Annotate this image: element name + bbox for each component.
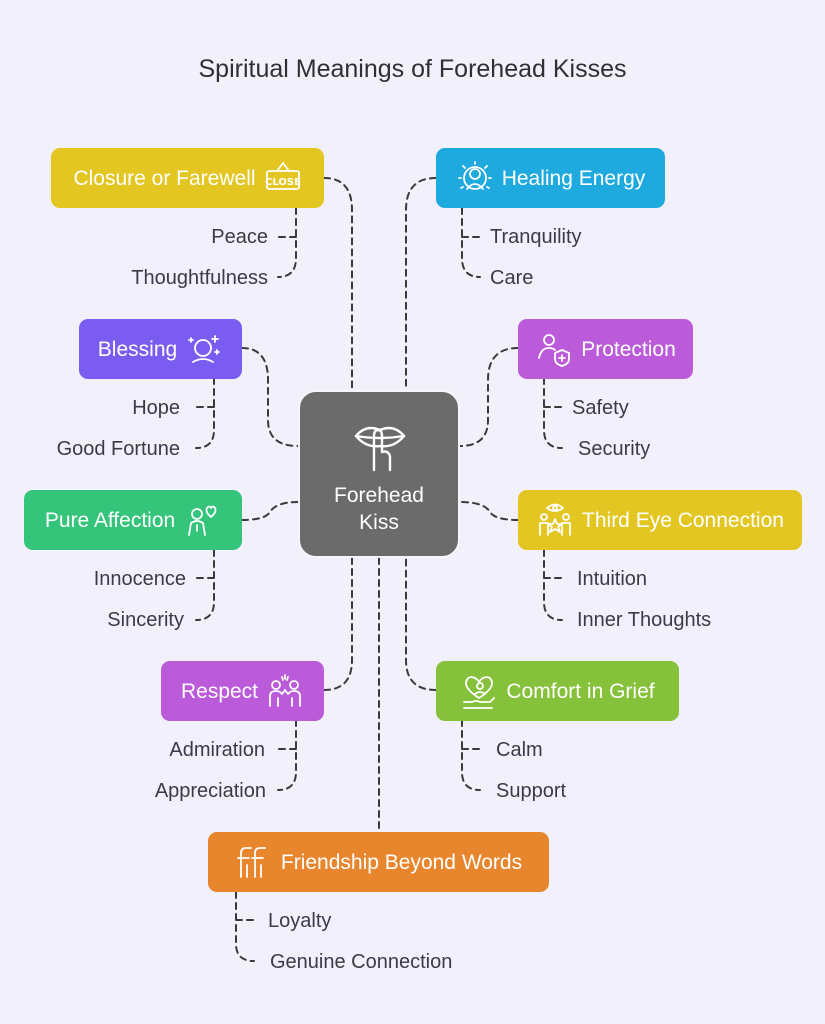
node-closure: Closure or Farewell CLOSE [51,148,324,208]
sub-loyalty: Loyalty [268,910,332,932]
node-protection-label: Protection [581,337,676,361]
node-friendship: Friendship Beyond Words [208,832,549,892]
center-node: Forehead Kiss [298,390,460,558]
link-thirdeye [459,501,519,521]
person-shield-icon [535,330,573,368]
node-affection: Pure Affection [24,490,242,550]
sparkle-person-icon [185,330,223,368]
link-healing [405,177,437,391]
branch-comfort [461,719,481,791]
sub-peace: Peace [211,226,268,248]
sub-innocence: Innocence [93,568,186,590]
branch-blessing [195,377,215,449]
heart-hand-icon [460,672,498,710]
sub-safety: Safety [572,397,629,419]
close-sign-icon: CLOSE [264,159,302,197]
branch-thirdeye [543,549,563,621]
sub-inner-thoughts: Inner Thoughts [577,609,712,631]
node-blessing: Blessing [79,319,242,379]
node-thirdeye: Third Eye Connection [518,490,802,550]
center-label-line2: Kiss [359,511,399,534]
node-protection: Protection [518,319,693,379]
sub-sincerity: Sincerity [107,609,184,631]
node-affection-label: Pure Affection [44,508,176,532]
sub-support: Support [496,780,567,802]
link-affection [241,501,299,521]
node-thirdeye-label: Third Eye Connection [582,508,784,532]
people-bow-icon [266,672,304,710]
node-healing: Healing Energy [436,148,665,208]
sub-security: Security [578,438,651,460]
person-heart-icon [183,501,221,539]
link-protection [459,347,519,447]
node-blessing-label: Blessing [97,337,178,361]
link-comfort [405,557,437,691]
sub-tranquility: Tranquility [490,226,582,248]
link-blessing [241,347,299,447]
sub-calm: Calm [496,739,543,761]
radiating-person-icon [456,159,494,197]
page-title: Spiritual Meanings of Forehead Kisses [198,55,627,83]
node-friendship-label: Friendship Beyond Words [280,850,523,874]
svg-text:CLOSE: CLOSE [265,177,301,188]
sub-care: Care [490,267,534,289]
sub-genuine-connection: Genuine Connection [270,951,453,973]
friends-icon [235,843,273,881]
branch-protection [543,377,563,449]
node-comfort: Comfort in Grief [436,661,679,721]
branch-respect [277,719,297,791]
branch-healing [461,207,481,278]
sub-good-fortune: Good Fortune [56,438,180,460]
node-comfort-label: Comfort in Grief [506,679,655,703]
link-closure [323,177,353,391]
branch-closure [277,207,297,278]
node-respect: Respect [161,661,324,721]
node-respect-label: Respect [180,679,259,703]
sub-appreciation: Appreciation [154,780,266,802]
node-closure-label: Closure or Farewell [73,166,256,190]
sub-hope: Hope [132,397,180,419]
sub-admiration: Admiration [169,739,265,761]
branch-friendship [235,891,255,962]
sub-intuition: Intuition [577,568,648,590]
sub-thoughtfulness: Thoughtfulness [131,267,268,289]
third-eye-icon [536,501,574,539]
lips-shush-icon [350,416,410,472]
link-respect [323,557,353,691]
branch-affection [195,549,215,621]
node-healing-label: Healing Energy [501,166,646,190]
center-label-line1: Forehead [334,484,424,507]
